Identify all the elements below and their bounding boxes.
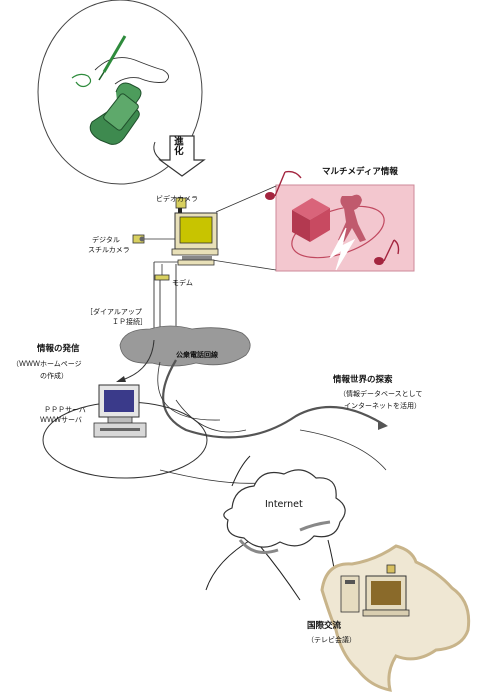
public-network-cloud bbox=[119, 325, 251, 367]
modem-icon bbox=[154, 264, 170, 281]
info-search-line3: インターネットを活用） bbox=[344, 402, 421, 410]
www-server-label: ＷＷＷサーバ bbox=[40, 416, 82, 424]
info-search-line2: （情報データベースとして bbox=[339, 390, 423, 398]
multimedia-label: マルチメディア情報 bbox=[322, 167, 398, 177]
dialup-label-line2: ＩＰ接続］ bbox=[112, 318, 147, 326]
desktop-pc-icon bbox=[340, 564, 410, 617]
ppp-server-label: ＰＰＰサーバ bbox=[44, 406, 86, 414]
handwriting-phone-illustration bbox=[37, 0, 203, 185]
modem-label: モデム bbox=[172, 279, 193, 287]
server-computer-icon bbox=[93, 384, 147, 438]
info-send-line3: の作成） bbox=[40, 372, 68, 380]
phone-handset-icon bbox=[89, 82, 142, 145]
internet-cloud bbox=[223, 469, 346, 554]
info-send-line2: （ＷＷＷホームページ bbox=[12, 360, 82, 368]
desktop-computer-icon bbox=[171, 197, 219, 266]
intl-exchange-title: 国際交流 bbox=[307, 621, 342, 631]
multimedia-panel bbox=[265, 170, 415, 272]
info-search-title: 情報世界の探索 bbox=[333, 375, 393, 385]
internet-label: Internet bbox=[265, 499, 303, 510]
evolution-label: 進化 bbox=[171, 136, 183, 155]
digital-camera-icon bbox=[132, 234, 175, 244]
music-note-icon bbox=[265, 170, 400, 265]
intl-exchange-line2: （テレビ会議） bbox=[307, 636, 356, 644]
info-send-title: 情報の発信 bbox=[37, 344, 80, 354]
digital-camera-label-line1: デジタル bbox=[92, 236, 120, 244]
digital-camera-label-line2: スチルカメラ bbox=[88, 246, 130, 254]
dialup-label-line1: ［ダイアルアップ bbox=[86, 308, 142, 316]
video-camera-label: ビデオカメラ bbox=[156, 195, 198, 203]
evolution-arrow bbox=[153, 135, 206, 177]
public-network-label: 公衆電話回線 bbox=[176, 351, 218, 359]
